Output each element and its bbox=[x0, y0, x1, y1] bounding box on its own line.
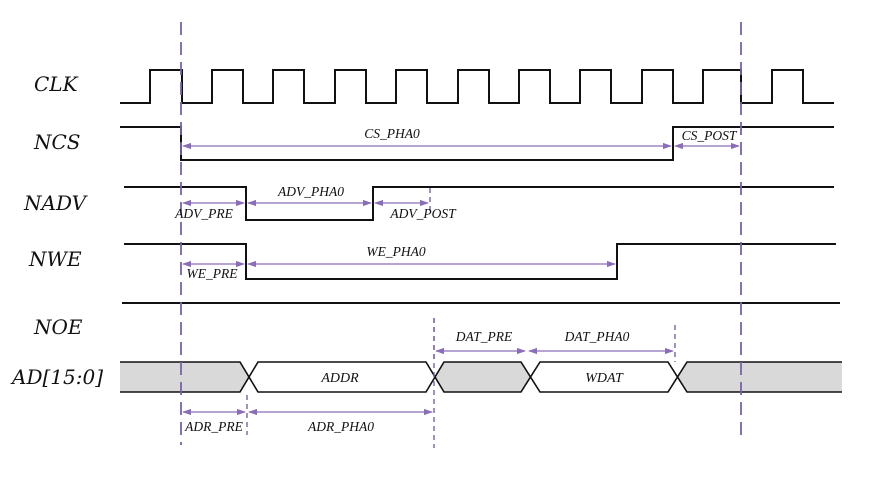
adv-pre-label: ADV_PRE bbox=[174, 206, 233, 221]
bus-segment-addr bbox=[248, 362, 436, 392]
nwe-waveform bbox=[124, 243, 836, 280]
bus-value-addr: ADDR bbox=[320, 371, 359, 386]
adr-pha0-label: ADR_PHA0 bbox=[307, 419, 374, 434]
ncs-waveform bbox=[120, 126, 834, 161]
ncs-label: NCS bbox=[33, 130, 81, 154]
we-pre-label: WE_PRE bbox=[187, 266, 239, 281]
ad-bus-label: AD[15:0] bbox=[10, 365, 103, 389]
adv-pha0-label: ADV_PHA0 bbox=[277, 184, 344, 199]
dat-pre-label: DAT_PRE bbox=[455, 329, 513, 344]
cs-post-label: CS_POST bbox=[682, 128, 738, 143]
dat-pha0-label: DAT_PHA0 bbox=[564, 329, 630, 344]
ad-bus-waveform: ADDR WDAT bbox=[120, 361, 842, 393]
clk-waveform bbox=[120, 69, 834, 104]
nadv-waveform bbox=[124, 186, 834, 221]
bus-segment-idle-2 bbox=[434, 362, 531, 392]
adr-pre-label: ADR_PRE bbox=[184, 419, 243, 434]
cs-pha0-label: CS_PHA0 bbox=[364, 126, 420, 141]
nadv-label: NADV bbox=[23, 191, 89, 215]
bus-value-wdat: WDAT bbox=[585, 371, 624, 386]
bus-segment-idle-1 bbox=[120, 362, 250, 392]
clk-label: CLK bbox=[34, 72, 79, 96]
bus-segment-wdat bbox=[530, 362, 678, 392]
we-pha0-label: WE_PHA0 bbox=[366, 244, 425, 259]
nwe-label: NWE bbox=[28, 247, 82, 271]
bus-segment-idle-3 bbox=[677, 362, 842, 392]
adv-post-label: ADV_POST bbox=[389, 206, 457, 221]
noe-label: NOE bbox=[33, 315, 83, 339]
